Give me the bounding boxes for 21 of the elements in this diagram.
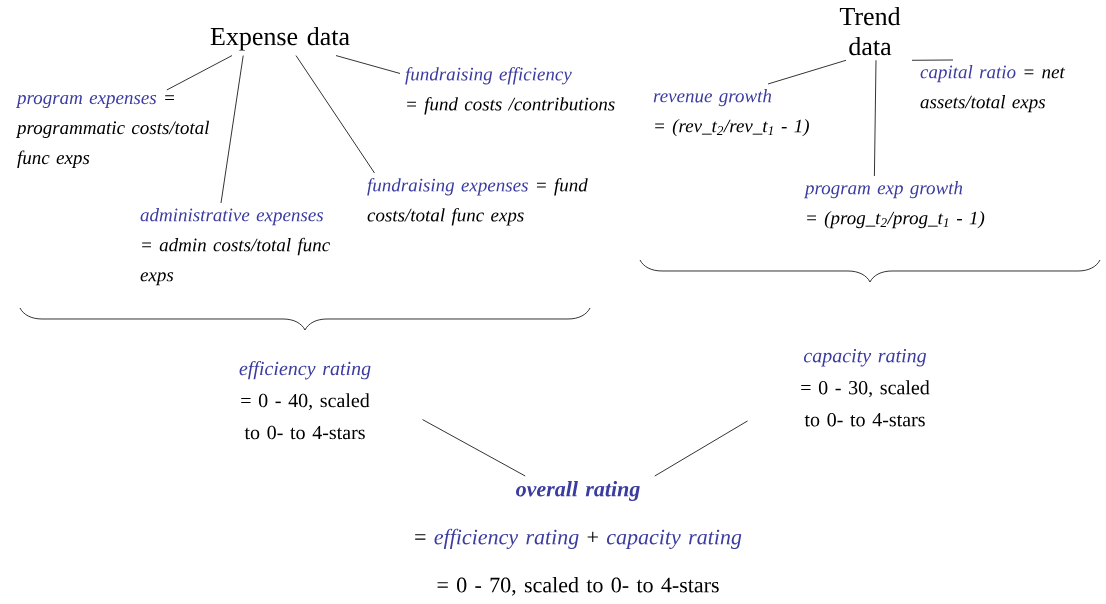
heading: Trend data [839,7,901,56]
rating-text: efficiency rating = 0 - 40, scaled to 0- to 4-stars [239,361,371,440]
connector-line [335,55,401,74]
definition-text: revenue growth = (rev_t$_{2}$/rev_t$_{1}$ - 1) [653,89,809,137]
connector-line [166,55,233,91]
connector-line [220,55,244,204]
definition-text: program expenses = programmatic costs/total func exps [15,95,210,168]
connector-line [874,59,877,177]
connector-line [422,419,526,477]
connector-line [295,55,375,174]
definition-text: capital ratio = net assets/total exps [920,65,1066,113]
definition-text: administrative expenses = admin costs/total func exps [140,208,330,286]
heading: Expense data [210,27,350,51]
connector-line [654,420,748,477]
connector-line [767,59,847,85]
rating-text: overall rating = efficiency rating + capacity rating = 0 - 70, scaled to 0- to 4-stars [415,481,742,596]
connector-line [911,59,954,61]
definition-text: program exp growth = (prog_t$_{2}$/prog_t$_{1}$ - 1) [803,181,985,229]
definition-text: fundraising expenses = fund costs/total func exps [367,178,588,226]
definition-text: fundraising efficiency = fund costs /contributions [405,67,615,115]
rating-text: capacity rating = 0 - 30, scaled to 0- to 4-stars [801,349,930,427]
